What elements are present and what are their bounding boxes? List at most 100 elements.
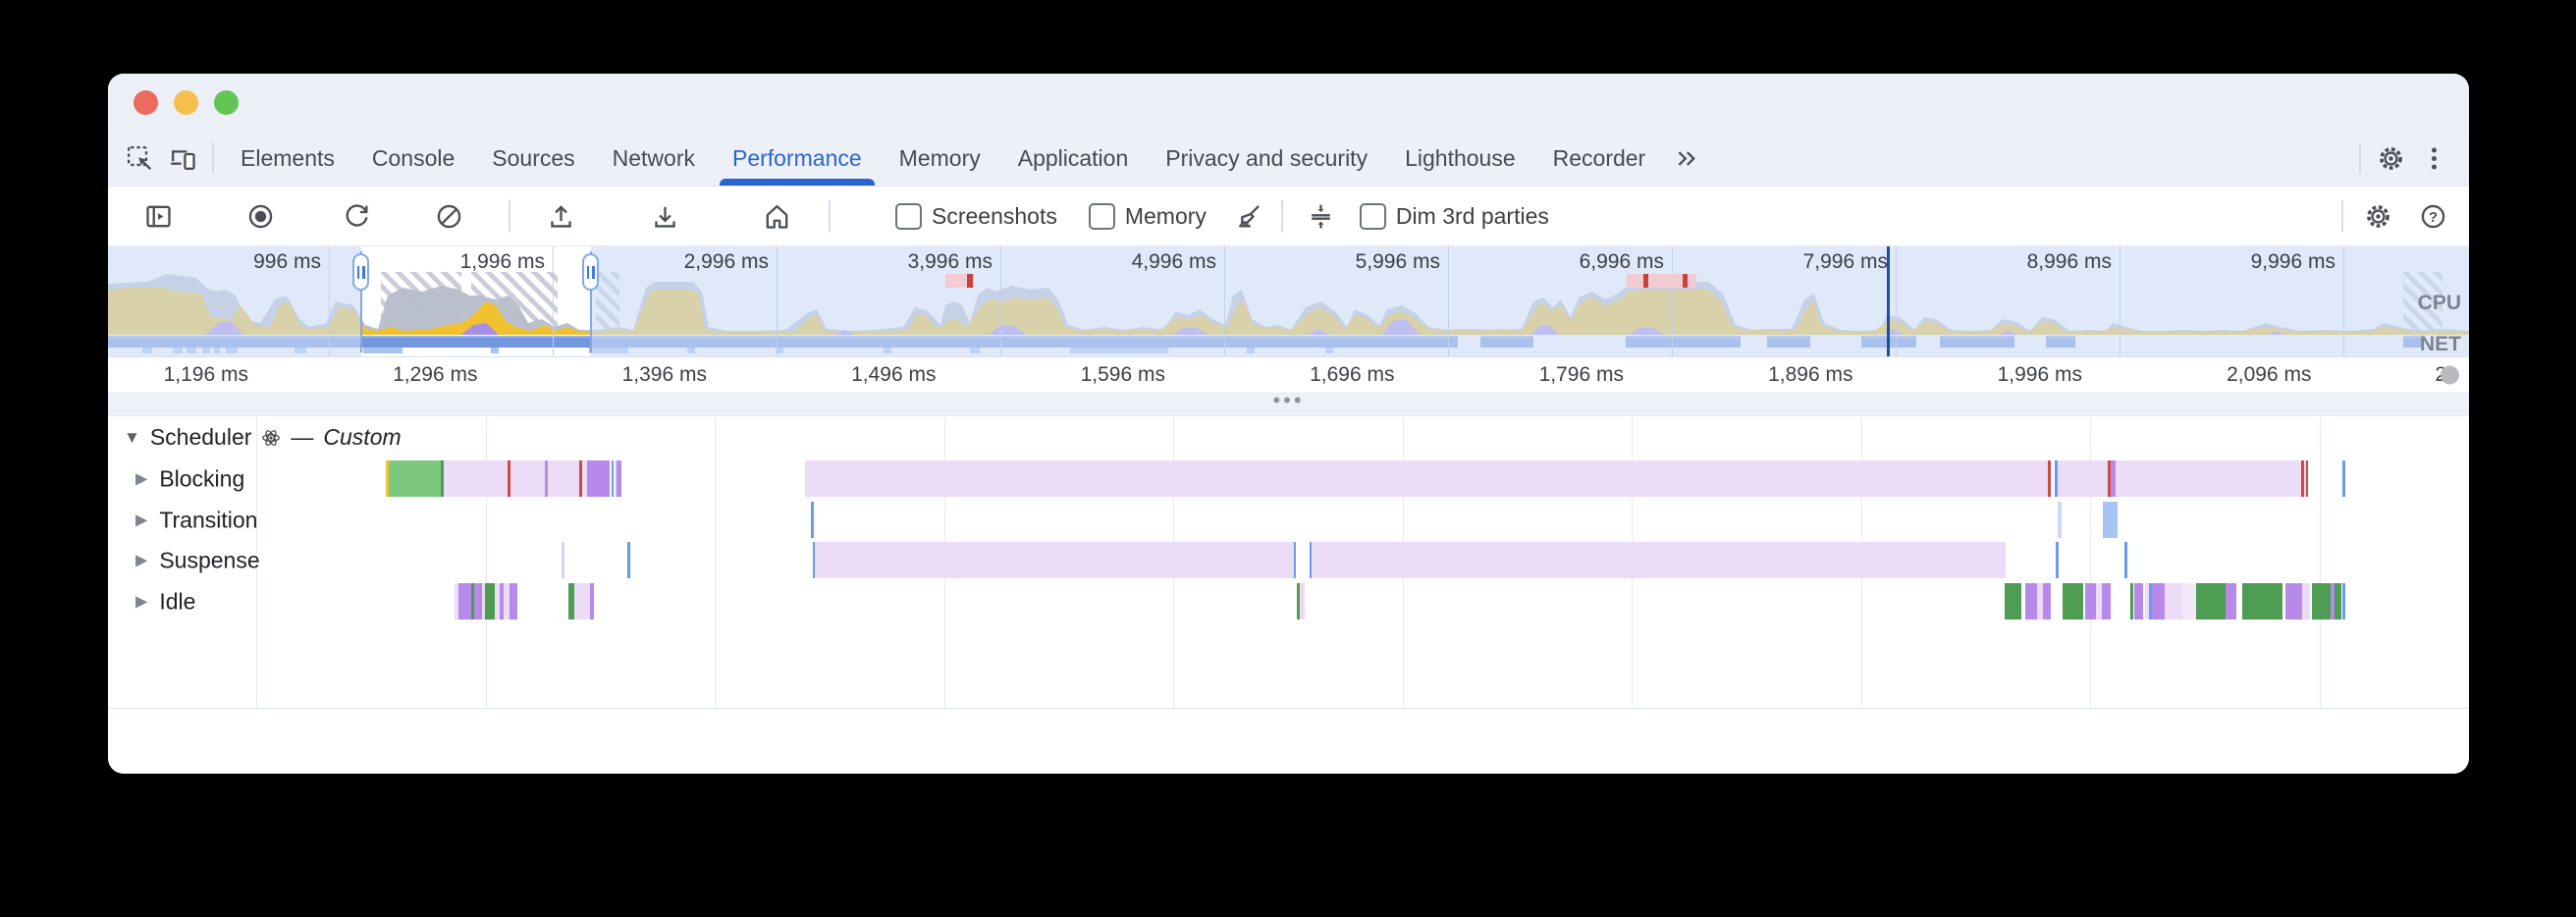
flame-segment[interactable]	[2301, 460, 2304, 497]
flame-segment[interactable]	[2111, 460, 2116, 497]
tab-sources[interactable]: Sources	[492, 144, 575, 171]
tab-console[interactable]: Console	[371, 144, 456, 171]
screenshots-checkbox[interactable]: Screenshots	[895, 202, 1057, 230]
checkbox-box[interactable]	[1088, 202, 1115, 230]
more-tabs-icon[interactable]	[1664, 138, 1707, 178]
row-label-transition[interactable]: ▶Transition	[135, 507, 257, 533]
flame-segment[interactable]	[587, 460, 610, 497]
minimize-window-button[interactable]	[174, 89, 198, 115]
kebab-menu-icon[interactable]	[2412, 138, 2455, 178]
flame-segment[interactable]	[495, 583, 500, 620]
toggle-sidebar-icon[interactable]	[137, 195, 179, 237]
capture-settings-gear-icon[interactable]	[2357, 195, 2398, 237]
flame-segment[interactable]	[455, 583, 458, 620]
flame-segment[interactable]	[615, 460, 617, 497]
flamechart-tracks[interactable]: ▼Scheduler—Custom▶Blocking▶Transition▶Su…	[108, 416, 2469, 708]
flame-segment[interactable]	[2304, 460, 2306, 497]
tab-recorder[interactable]: Recorder	[1552, 144, 1646, 171]
flame-segment[interactable]	[2056, 542, 2059, 578]
flame-segment[interactable]	[2116, 460, 2301, 497]
flame-segment[interactable]	[1300, 583, 1305, 620]
flame-segment[interactable]	[548, 460, 579, 497]
checkbox-box[interactable]	[895, 202, 922, 230]
row-label-idle[interactable]: ▶Idle	[135, 588, 195, 615]
flame-segment[interactable]	[627, 542, 630, 578]
flame-segment[interactable]	[2196, 583, 2226, 620]
flame-segment[interactable]	[508, 460, 510, 497]
flame-segment[interactable]	[568, 583, 574, 620]
selection-handle-left[interactable]	[352, 253, 369, 291]
flame-segment[interactable]	[2108, 460, 2111, 497]
flame-segment[interactable]	[545, 460, 548, 497]
flame-segment[interactable]	[444, 460, 508, 497]
flame-segment[interactable]	[2306, 460, 2308, 497]
flame-segment[interactable]	[510, 460, 545, 497]
tab-lighthouse[interactable]: Lighthouse	[1405, 144, 1516, 171]
flame-segment[interactable]	[2058, 502, 2062, 538]
flame-segment[interactable]	[815, 542, 1294, 578]
flame-segment[interactable]	[2063, 583, 2083, 620]
flame-segment[interactable]	[386, 460, 389, 497]
flame-segment[interactable]	[2055, 460, 2058, 497]
scrollbar-thumb[interactable]	[2441, 365, 2459, 385]
flame-segment[interactable]	[811, 502, 814, 538]
flame-segment[interactable]	[2149, 583, 2152, 620]
track-header-scheduler[interactable]: ▼Scheduler—Custom	[124, 424, 402, 451]
row-label-suspense[interactable]: ▶Suspense	[135, 547, 260, 573]
flame-segment[interactable]	[474, 583, 482, 620]
fullscreen-window-button[interactable]	[214, 89, 239, 115]
upload-profile-icon[interactable]	[540, 195, 581, 237]
flame-segment[interactable]	[2102, 583, 2111, 620]
reload-record-icon[interactable]	[336, 195, 377, 237]
flame-segment[interactable]	[482, 583, 485, 620]
flame-segment[interactable]	[574, 583, 590, 620]
flame-segment[interactable]	[2124, 542, 2127, 578]
close-window-button[interactable]	[134, 89, 158, 115]
dim-3rd-parties-checkbox[interactable]: Dim 3rd parties	[1359, 202, 1549, 230]
flame-segment[interactable]	[441, 460, 444, 497]
caret-right-icon[interactable]: ▶	[135, 552, 148, 569]
flame-segment[interactable]	[2134, 583, 2143, 620]
flame-segment[interactable]	[389, 460, 441, 497]
caret-down-icon[interactable]: ▼	[124, 427, 140, 447]
panel-resize-handle[interactable]: •••	[108, 390, 2469, 416]
flame-segment[interactable]	[2048, 460, 2051, 497]
selection-handle-right[interactable]	[582, 253, 599, 291]
flame-segment[interactable]	[617, 460, 621, 497]
flame-segment[interactable]	[582, 460, 587, 497]
flame-segment[interactable]	[2037, 583, 2043, 620]
flame-segment[interactable]	[1297, 583, 1300, 620]
flame-segment[interactable]	[579, 460, 582, 497]
flame-segment[interactable]	[2285, 583, 2302, 620]
caret-right-icon[interactable]: ▶	[135, 470, 148, 488]
inspect-icon[interactable]	[118, 138, 161, 178]
tab-elements[interactable]: Elements	[241, 144, 335, 171]
flame-segment[interactable]	[2096, 583, 2102, 620]
flame-segment[interactable]	[2226, 583, 2236, 620]
flame-segment[interactable]	[562, 542, 564, 578]
flame-segment[interactable]	[2342, 583, 2345, 620]
flame-segment[interactable]	[471, 583, 474, 620]
flame-segment[interactable]	[2242, 583, 2282, 620]
flame-segment[interactable]	[2342, 460, 2345, 497]
flame-segment[interactable]	[2331, 583, 2334, 620]
tab-network[interactable]: Network	[612, 144, 695, 171]
flame-segment[interactable]	[813, 542, 815, 578]
flame-segment[interactable]	[2058, 460, 2108, 497]
clear-icon[interactable]	[428, 195, 469, 237]
flame-segment[interactable]	[2334, 583, 2341, 620]
flame-segment[interactable]	[485, 583, 495, 620]
flame-segment[interactable]	[504, 583, 510, 620]
checkbox-box[interactable]	[1359, 202, 1386, 230]
tab-memory[interactable]: Memory	[898, 144, 981, 171]
live-metrics-home-icon[interactable]	[756, 195, 797, 237]
tab-performance[interactable]: Performance	[714, 131, 881, 186]
flame-segment[interactable]	[2145, 583, 2149, 620]
flame-segment[interactable]	[2130, 583, 2133, 620]
flame-segment[interactable]	[510, 583, 517, 620]
collect-garbage-icon[interactable]	[1228, 195, 1269, 237]
record-icon[interactable]	[240, 195, 281, 237]
flame-segment[interactable]	[1312, 542, 2006, 578]
